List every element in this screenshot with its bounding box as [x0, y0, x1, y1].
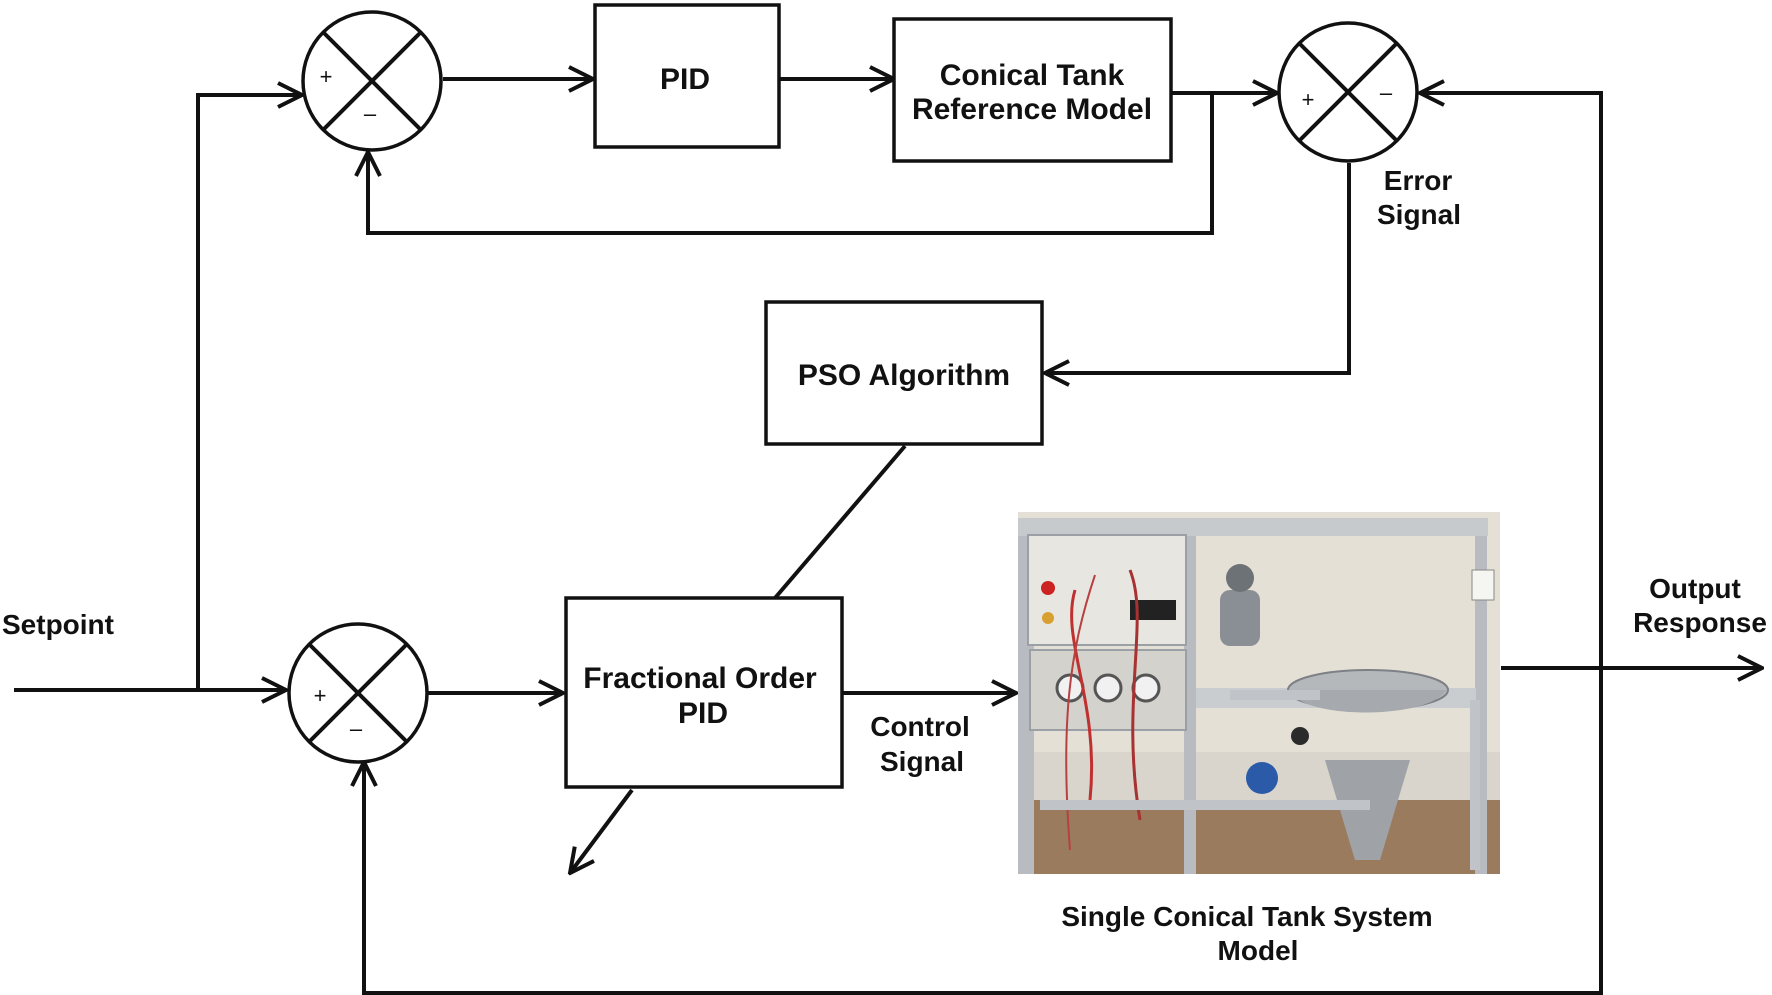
- reference-model-block: Conical Tank Reference Model: [892, 17, 1173, 163]
- error-to-pso-wire: [1045, 163, 1351, 373]
- pso-algorithm-label: PSO Algorithm: [798, 359, 1010, 392]
- plant-caption-line2: Model: [1218, 935, 1299, 966]
- setpoint-branch-wire: [196, 95, 302, 690]
- summing-junction-error: + –: [1277, 21, 1419, 163]
- summing-junction-top-left: + –: [301, 10, 443, 152]
- conical-tank-photo-icon: [1018, 512, 1500, 874]
- pid-block: PID: [593, 3, 781, 149]
- minus-sign: –: [1380, 80, 1393, 105]
- plus-sign: +: [314, 683, 327, 708]
- error-signal-label-line2: Signal: [1377, 199, 1461, 230]
- output-response-label-line1: Output: [1649, 573, 1741, 604]
- error-signal-label-line1: Error: [1384, 165, 1453, 196]
- output-feedback-bottom-wire: [364, 668, 1603, 995]
- minus-sign: –: [364, 101, 377, 126]
- output-response-label-line2: Response: [1633, 607, 1767, 638]
- output-feedback-top-wire: [1420, 93, 1603, 668]
- pso-algorithm-block: PSO Algorithm: [764, 300, 1044, 446]
- model-feedback-wire: [368, 95, 1214, 235]
- reference-model-label-line1: Conical Tank: [940, 59, 1125, 92]
- setpoint-label: Setpoint: [2, 609, 114, 640]
- reference-model-label-line2: Reference Model: [912, 93, 1152, 126]
- control-signal-label-line1: Control: [870, 711, 970, 742]
- pso-to-fopid-line: [773, 444, 907, 600]
- fopid-diagonal-arrow: [570, 788, 634, 873]
- plant-caption-line1: Single Conical Tank System: [1061, 901, 1432, 932]
- control-signal-label-line2: Signal: [880, 746, 964, 777]
- fractional-order-pid-block: Fractional Order PID: [564, 596, 844, 789]
- plus-sign: +: [320, 64, 333, 89]
- pid-label: PID: [660, 63, 710, 96]
- fopid-label-line1: Fractional Order: [583, 662, 817, 695]
- summing-junction-bottom-left: + –: [287, 622, 429, 764]
- fopid-label-line2: PID: [678, 697, 728, 730]
- plus-sign: +: [1302, 87, 1315, 112]
- minus-sign: –: [350, 716, 363, 741]
